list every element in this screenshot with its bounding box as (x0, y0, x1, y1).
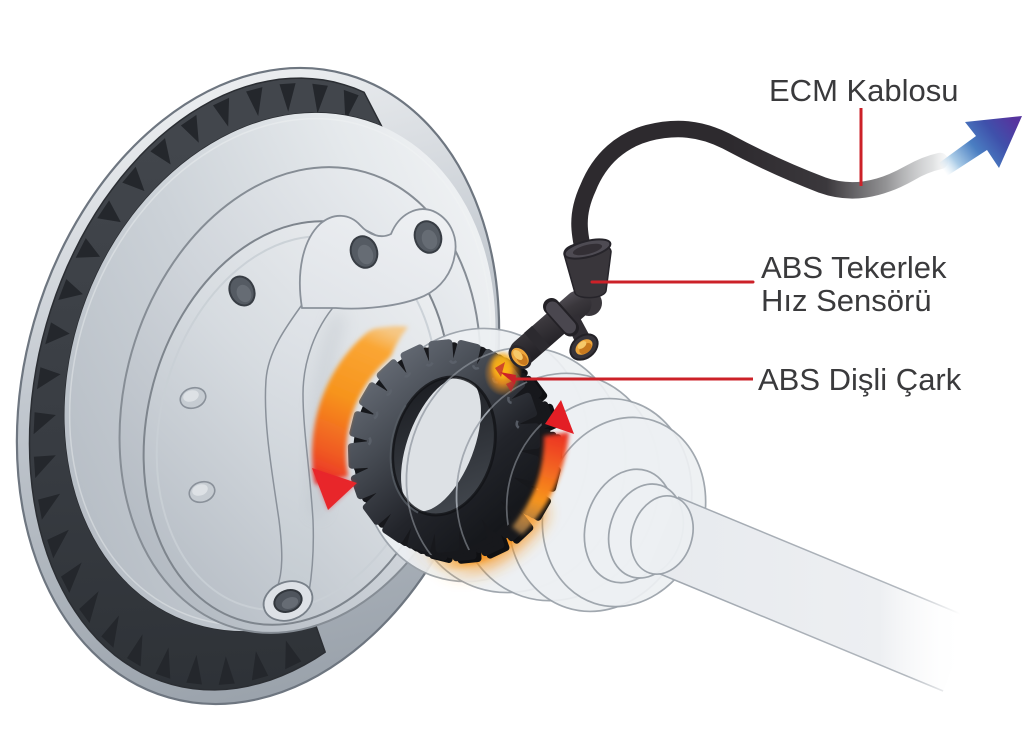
svg-text:Hız Sensörü: Hız Sensörü (761, 283, 932, 318)
svg-text:ABS Tekerlek: ABS Tekerlek (761, 250, 947, 285)
svg-text:ABS Dişli Çark: ABS Dişli Çark (758, 362, 962, 397)
svg-text:ECM Kablosu: ECM Kablosu (769, 73, 959, 108)
